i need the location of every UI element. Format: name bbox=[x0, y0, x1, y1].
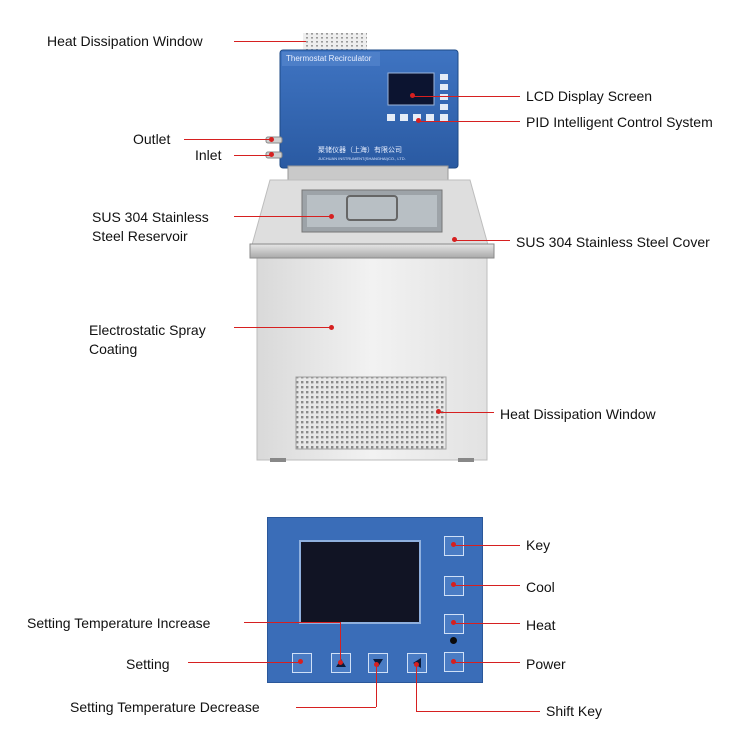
callout-cover: SUS 304 Stainless Steel Cover bbox=[516, 234, 710, 250]
callout-outlet: Outlet bbox=[133, 131, 171, 147]
leader-dot bbox=[451, 659, 456, 664]
leader-dot bbox=[298, 659, 303, 664]
leader-dot bbox=[452, 237, 457, 242]
callout-key: Key bbox=[526, 537, 551, 553]
leader-dot bbox=[414, 662, 419, 667]
leader bbox=[440, 412, 494, 413]
leader-dot bbox=[338, 660, 343, 665]
side-heat-vent bbox=[295, 376, 447, 450]
panel-lcd bbox=[299, 540, 421, 624]
panel-title-text: Thermostat Recirculator bbox=[286, 54, 372, 63]
leader-dot bbox=[436, 409, 441, 414]
steel-cover bbox=[249, 243, 495, 259]
callout-decrease: Setting Temperature Decrease bbox=[70, 699, 260, 715]
brand-en-text: JUCHUAN INSTRUMENT(SHANGHAI)CO., LTD. bbox=[318, 156, 406, 161]
callout-cool: Cool bbox=[526, 579, 555, 595]
leader bbox=[456, 240, 510, 241]
leader bbox=[296, 707, 376, 708]
callout-setting: Setting bbox=[126, 656, 170, 672]
leader bbox=[453, 662, 520, 663]
callout-pid: PID Intelligent Control System bbox=[526, 114, 713, 130]
leader-dot bbox=[451, 582, 456, 587]
leader bbox=[416, 664, 417, 711]
leader bbox=[244, 622, 340, 623]
leader bbox=[234, 41, 306, 42]
leader-dot bbox=[416, 118, 421, 123]
machine-illustration bbox=[249, 33, 495, 462]
leader-dot bbox=[329, 325, 334, 330]
power-indicator-dot bbox=[450, 637, 457, 644]
leader bbox=[376, 664, 377, 707]
callout-reservoir-2: Steel Reservoir bbox=[92, 228, 188, 244]
leader-dot bbox=[451, 620, 456, 625]
leader-dot bbox=[269, 137, 274, 142]
callout-heat-window-top: Heat Dissipation Window bbox=[47, 33, 203, 49]
callout-lcd: LCD Display Screen bbox=[526, 88, 653, 104]
callout-heat: Heat bbox=[526, 617, 556, 633]
leader bbox=[453, 545, 520, 546]
callout-reservoir-1: SUS 304 Stainless bbox=[92, 209, 209, 225]
leader bbox=[416, 711, 540, 712]
leader bbox=[453, 623, 520, 624]
leader bbox=[234, 327, 330, 328]
leader bbox=[453, 585, 520, 586]
callout-coating-2: Coating bbox=[89, 341, 138, 357]
brand-cn-text: 聚储仪器（上海）有限公司 bbox=[318, 147, 402, 154]
leader-dot bbox=[329, 214, 334, 219]
callout-coating-1: Electrostatic Spray bbox=[89, 322, 206, 338]
callout-increase: Setting Temperature Increase bbox=[27, 615, 211, 631]
leader bbox=[418, 121, 520, 122]
top-heat-vent bbox=[303, 33, 367, 51]
leader-dot bbox=[410, 93, 415, 98]
leader-dot bbox=[374, 662, 379, 667]
leader-dot bbox=[269, 152, 274, 157]
leader bbox=[184, 139, 270, 140]
lcd-screen bbox=[387, 72, 435, 106]
callout-inlet: Inlet bbox=[195, 147, 222, 163]
leader bbox=[188, 662, 300, 663]
callout-heat-window-side: Heat Dissipation Window bbox=[500, 406, 656, 422]
leader-dot bbox=[451, 542, 456, 547]
leader bbox=[234, 216, 330, 217]
callout-shift: Shift Key bbox=[546, 703, 603, 719]
callout-power: Power bbox=[526, 656, 566, 672]
leader bbox=[340, 622, 341, 662]
leader bbox=[412, 96, 520, 97]
leader bbox=[234, 155, 270, 156]
